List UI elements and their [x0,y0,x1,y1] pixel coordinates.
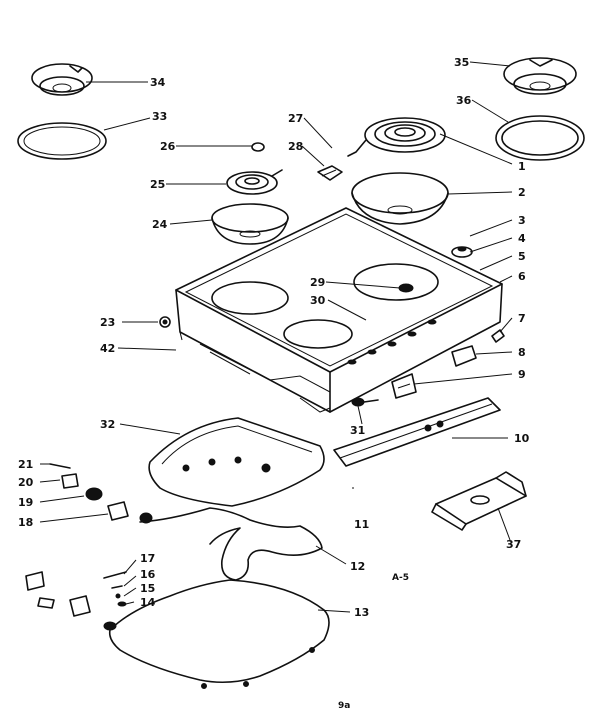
drip-bowl-2 [351,172,449,225]
clip-20 [61,473,79,489]
label-26: 26 [160,140,176,153]
label-15: 15 [140,582,155,595]
label-9: 9 [518,368,526,381]
small-part-26 [251,142,265,152]
label-35: 35 [454,56,469,69]
terminal-block-28 [317,165,343,181]
page-mark: 9a [338,701,350,711]
label-36: 36 [456,94,472,107]
label-29: 29 [310,276,325,289]
label-23: 23 [100,316,115,329]
label-14-lower: 14 [140,596,156,609]
label-30: 30 [310,294,326,307]
label-5: 5 [518,250,526,263]
trim-ring-36 [495,115,585,161]
label-7: 7 [518,312,526,325]
drip-bowl-35 [503,57,577,95]
label-34: 34 [150,76,166,89]
label-16: 16 [140,568,156,581]
bracket-8 [451,345,477,367]
part-4 [451,246,473,258]
label-2: 2 [518,186,526,199]
terminal-18 [107,501,153,524]
part-7 [491,329,505,343]
mounting-bracket-37 [431,471,527,531]
label-3: 3 [518,214,526,227]
label-25: 25 [150,178,165,191]
cooktop-main-top [175,207,503,413]
heating-element-13 [108,579,330,689]
knob-23 [159,316,171,328]
label-13: 13 [354,606,369,619]
label-42: 42 [100,342,115,355]
label-20: 20 [18,476,34,489]
label-19: 19 [18,496,33,509]
label-18: 18 [18,516,33,529]
label-10: 10 [514,432,530,445]
label-11: 11 [354,518,369,531]
label-24: 24 [152,218,168,231]
bottom-panel-10 [333,397,501,467]
clip-21 [49,463,71,469]
leader-lines [39,61,513,613]
switch-9 [391,373,417,399]
heating-element-12 [139,507,323,581]
label-27: 27 [288,112,303,125]
drip-bowl-34 [31,63,93,96]
label-21: 21 [18,458,33,471]
label-32: 32 [100,418,115,431]
figure-code: A-5 [392,573,409,583]
connector-19 [85,487,103,501]
label-37: 37 [506,538,521,551]
surface-element-coil-1 [347,117,446,157]
label-17: 17 [140,552,155,565]
label-6: 6 [518,270,526,283]
surface-element-25 [226,169,283,195]
drip-bowl-24 [211,203,289,245]
part-31 [351,397,379,407]
label-8: 8 [518,346,526,359]
label-28: 28 [288,140,303,153]
parts-14-17 [25,571,127,631]
label-31: 31 [350,424,365,437]
label-4: 4 [518,232,526,245]
label-12: 12 [350,560,365,573]
part-labels: 34 33 26 25 24 27 28 35 36 1 2 3 4 5 6 7… [18,56,530,711]
drip-pan-32 [148,417,325,507]
label-33-top: 33 [152,110,167,123]
trim-ring-33 [17,122,107,160]
label-1: 1 [518,160,526,173]
